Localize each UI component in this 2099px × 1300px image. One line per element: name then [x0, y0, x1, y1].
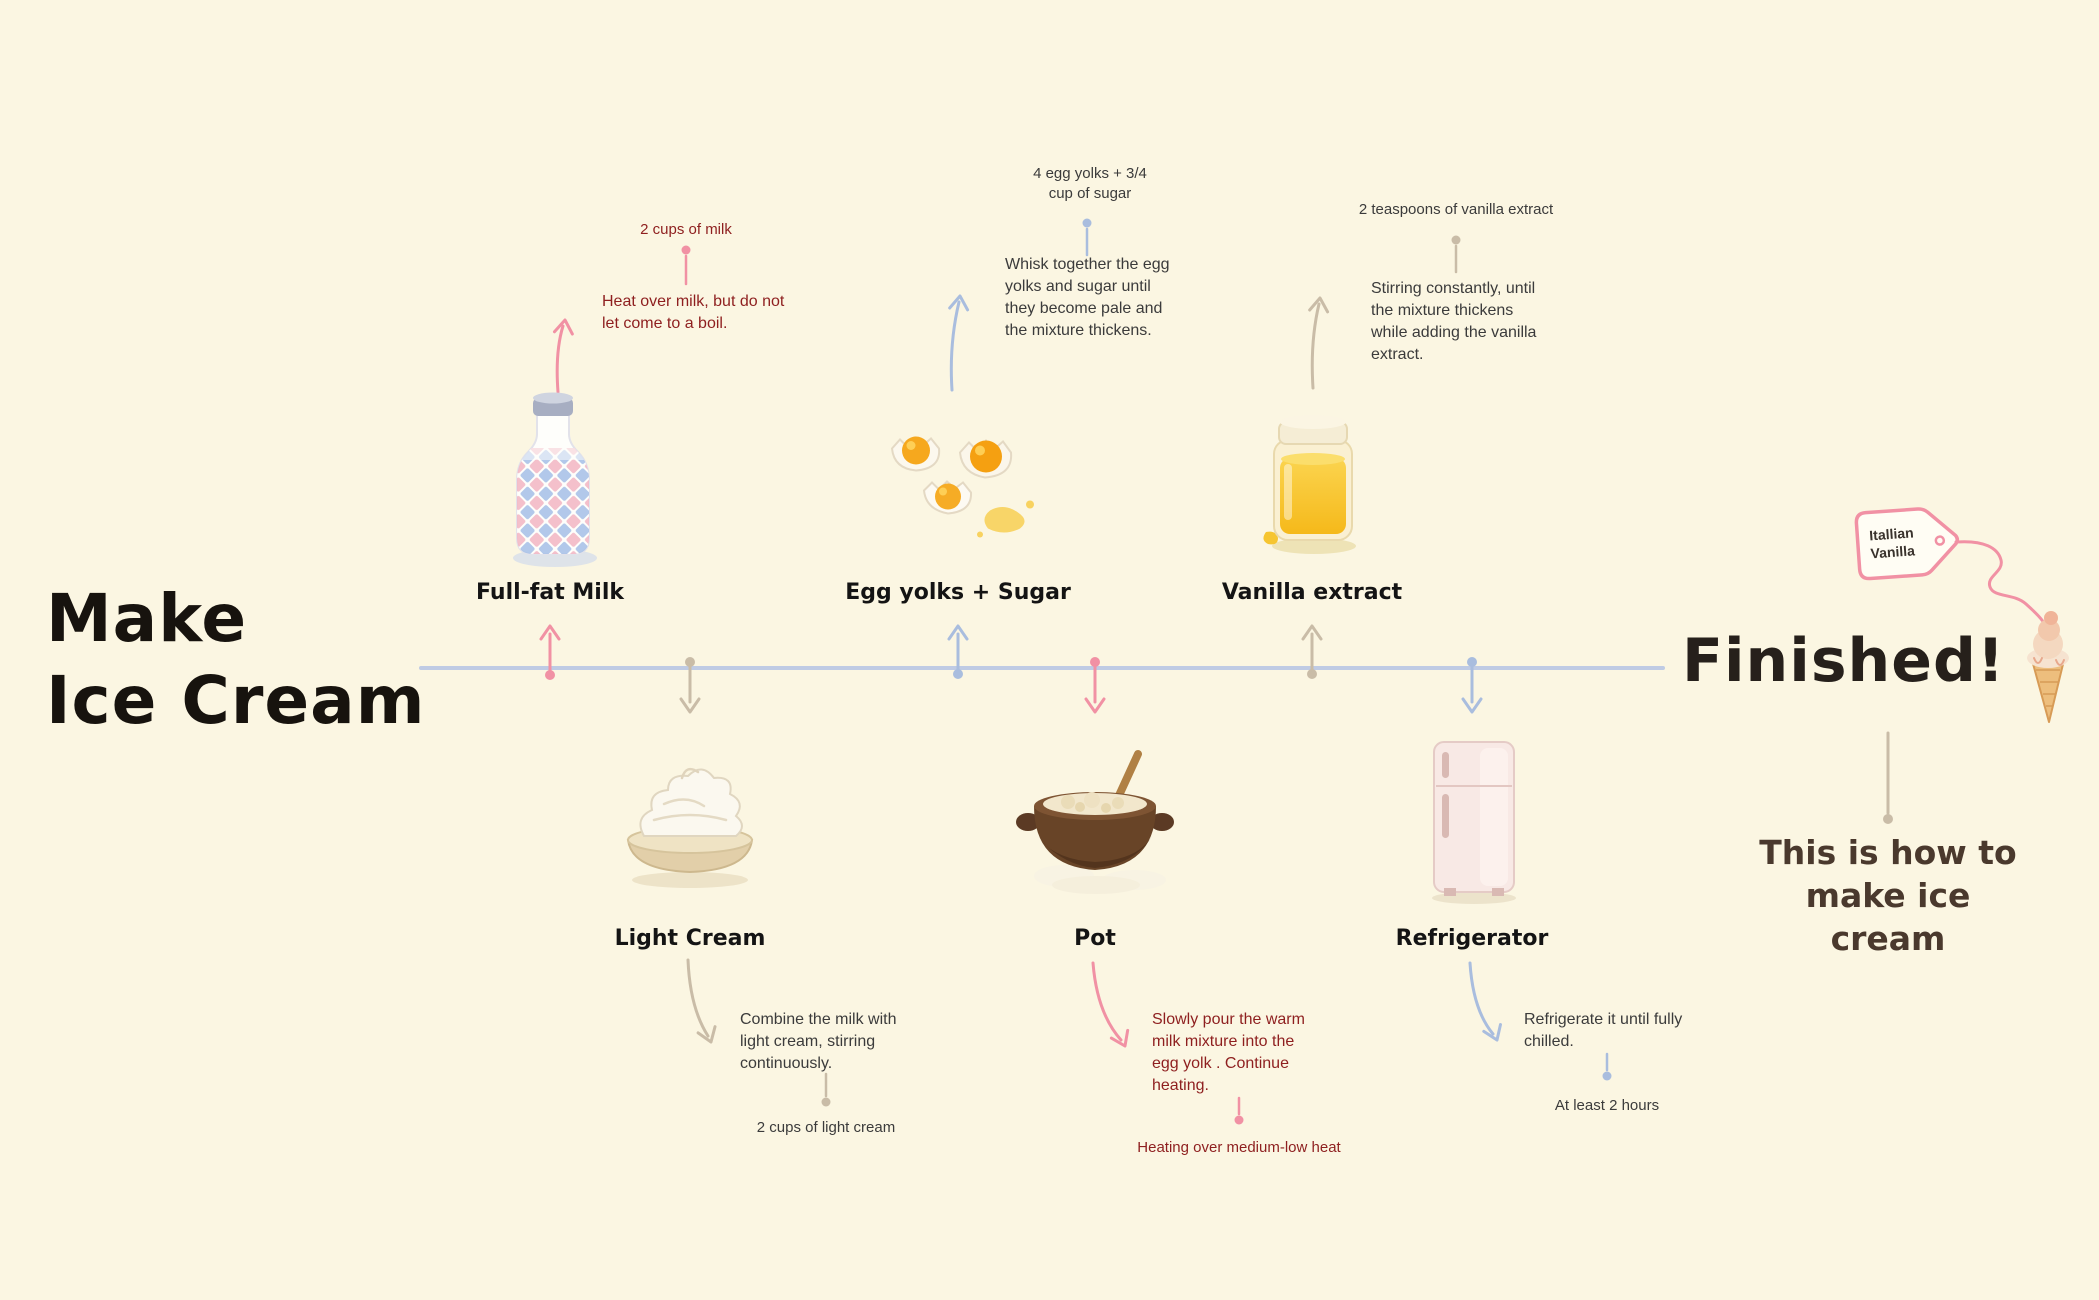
vanilla-tag-icon: Itallian Vanilla	[1854, 507, 1960, 581]
light-cream-illustration	[606, 752, 774, 892]
closing-caption-line2: make ice	[1805, 875, 1971, 915]
refrigerator-illustration	[1418, 736, 1530, 906]
step-label-egg: Egg yolks + Sugar	[845, 580, 1071, 605]
vanilla-instruction: Stirring constantly, until the mixture t…	[1371, 280, 1537, 364]
closing-caption-line1: This is how to	[1759, 833, 2017, 872]
arrow-up-icon	[947, 624, 969, 641]
arrow-down-icon	[1109, 1028, 1130, 1048]
step-label-milk: Full-fat Milk	[475, 580, 625, 605]
page-title: Make Ice Cream	[46, 578, 425, 742]
arrow-down-icon	[1084, 697, 1106, 714]
milk-bottle-icon	[513, 392, 597, 567]
refrigerator-icon	[1432, 741, 1516, 904]
egg-yolks-illustration	[872, 406, 1047, 546]
fridge-quantity: At least 2 hours	[1554, 1097, 1660, 1114]
arrow-down-icon	[1482, 1023, 1502, 1042]
cream-instruction: Combine the milk with light cream, stirr…	[740, 1011, 897, 1073]
pot-illustration	[1006, 744, 1184, 896]
tag-text-line1: Itallian	[1869, 524, 1914, 543]
tag-string-icon	[1954, 540, 2048, 628]
closing-caption: This is how to make ice cream	[1758, 832, 2018, 961]
arrow-up-icon	[539, 624, 561, 641]
egg-instruction: Whisk together the egg yolks and sugar u…	[1005, 256, 1170, 340]
arrow-down-icon	[1461, 697, 1483, 714]
milk-bottle-illustration	[495, 386, 611, 570]
egg-quantity: 4 egg yolks + 3/4 cup of sugar	[1033, 165, 1147, 203]
pot-quantity: Heating over medium-low heat	[1137, 1139, 1341, 1156]
arrow-up-icon	[1301, 624, 1323, 641]
arrow-up-icon	[1308, 296, 1330, 314]
finished-title: Finished!	[1682, 626, 2006, 696]
step-label-pot: Pot	[1074, 926, 1116, 951]
pot-connectors	[1084, 657, 1244, 1125]
ice-cream-cone-icon	[2027, 611, 2069, 723]
vanilla-connectors	[1301, 235, 1461, 679]
milk-quantity: 2 cups of milk	[640, 221, 732, 238]
vanilla-quantity: 2 teaspoons of vanilla extract	[1358, 201, 1554, 218]
milk-connectors	[539, 245, 691, 680]
step-label-fridge: Refrigerator	[1395, 926, 1549, 951]
vanilla-jar-illustration	[1252, 398, 1372, 558]
cream-connectors	[679, 657, 831, 1107]
page-title-line2: Ice Cream	[46, 661, 426, 739]
arrow-down-icon	[679, 697, 701, 714]
cream-bowl-icon	[626, 767, 754, 888]
fridge-connectors	[1461, 657, 1612, 1081]
finished-connector	[1883, 731, 1893, 824]
vanilla-jar-icon	[1263, 415, 1356, 554]
page-title-line1: Make	[46, 580, 248, 657]
pot-icon	[1016, 750, 1174, 894]
arrow-up-icon	[552, 318, 574, 336]
arrow-up-icon	[948, 294, 970, 312]
step-label-cream: Light Cream	[614, 926, 766, 951]
tag-text-line2: Vanilla	[1870, 542, 1916, 561]
tag-hole-icon	[1934, 535, 1946, 546]
fridge-instruction: Refrigerate it until fully chilled.	[1524, 1011, 1683, 1051]
step-label-vanilla: Vanilla extract	[1221, 580, 1403, 605]
cracked-eggs-icon	[890, 436, 1034, 538]
ice-cream-cone-illustration	[2012, 606, 2084, 730]
closing-caption-line3: cream	[1830, 918, 1946, 958]
egg-connectors	[947, 218, 1092, 679]
milk-instruction: Heat over milk, but do not let come to a…	[602, 293, 785, 333]
cream-quantity: 2 cups of light cream	[756, 1119, 896, 1136]
pot-instruction: Slowly pour the warm milk mixture into t…	[1152, 1011, 1305, 1095]
arrow-down-icon	[696, 1025, 717, 1044]
